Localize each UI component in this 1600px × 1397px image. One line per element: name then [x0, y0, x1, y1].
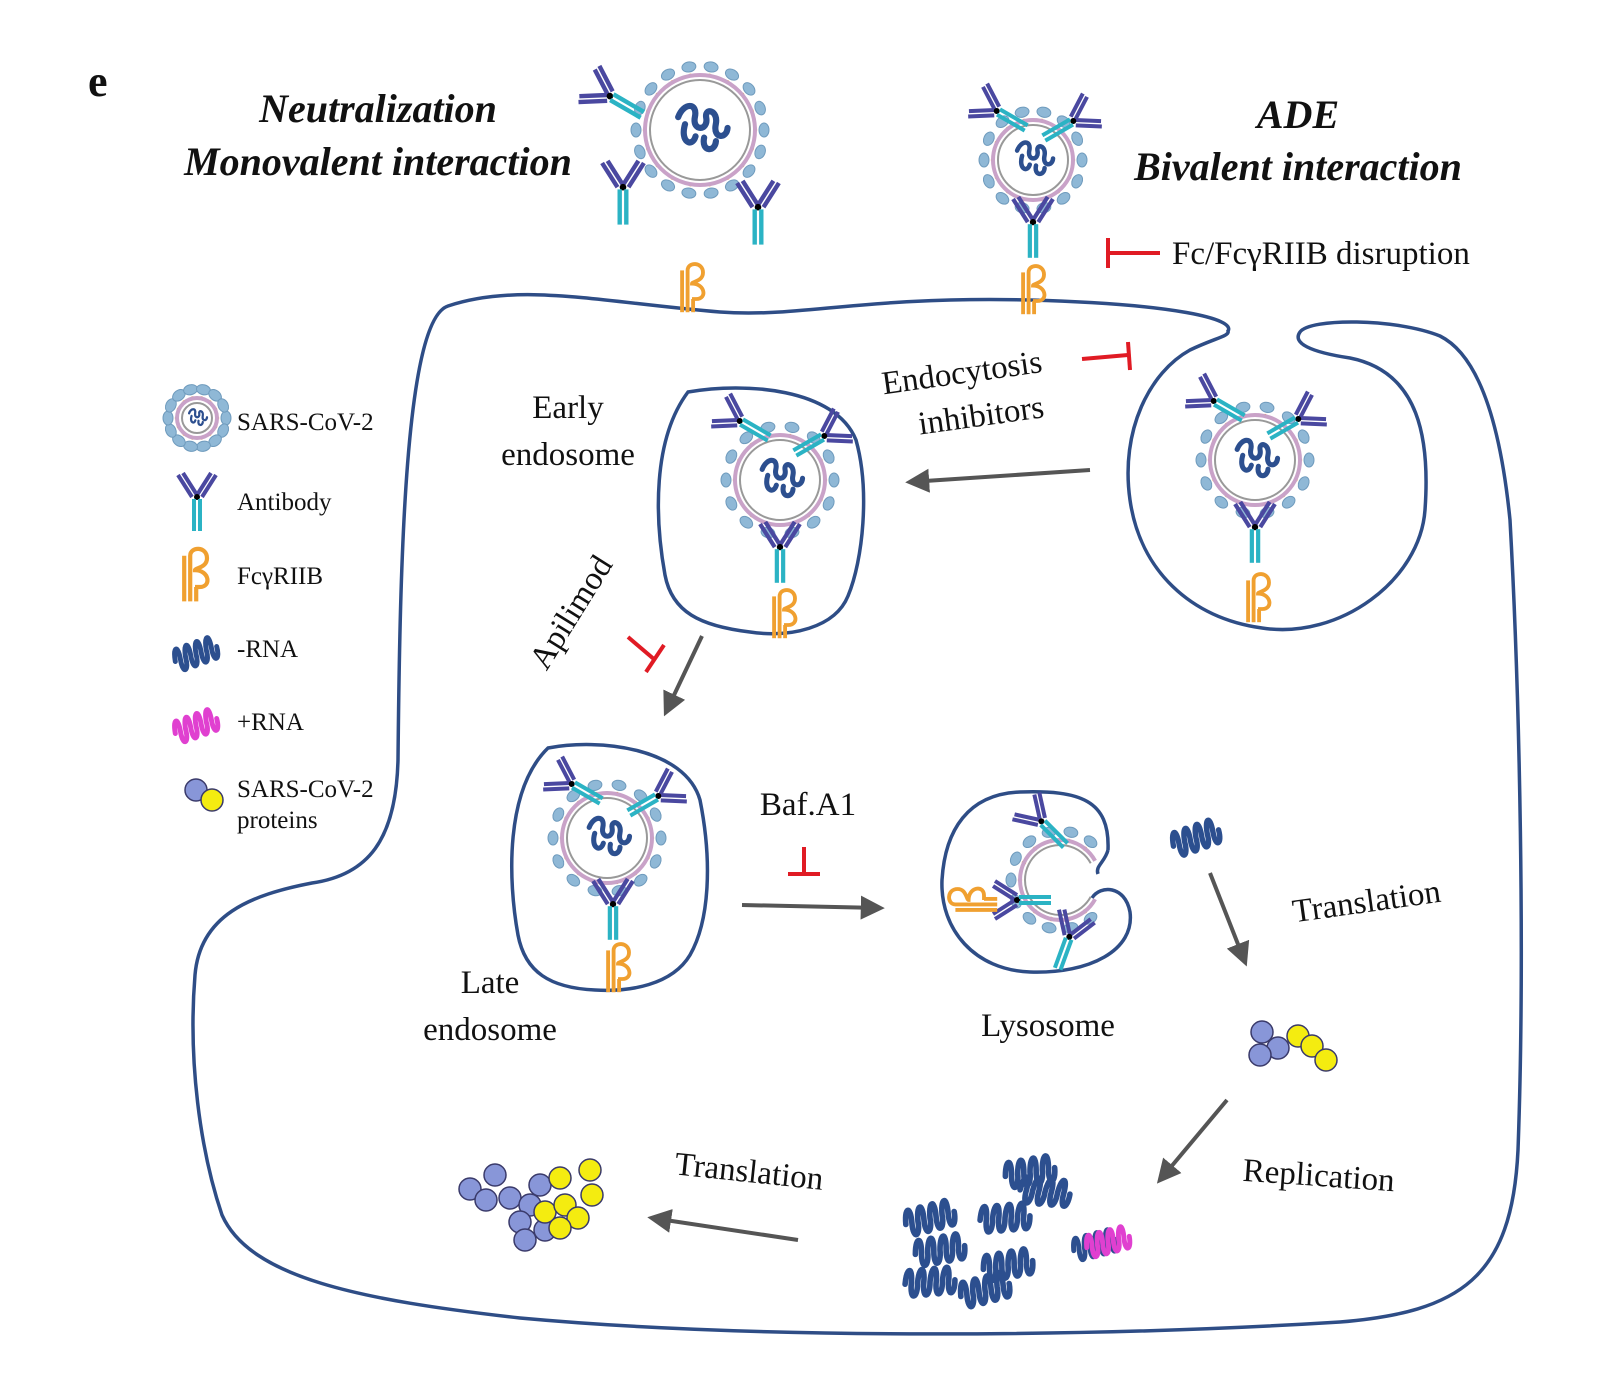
lysosome-antibody-1	[1011, 791, 1069, 849]
late-endosome-membrane	[510, 742, 710, 993]
protein-cluster-5	[528, 1173, 552, 1197]
legend-neg-rna-icon	[172, 635, 221, 672]
arrow-late-to-lysosome	[741, 895, 885, 920]
replicated-neg-rna-6	[902, 1264, 958, 1299]
lysosome-antibody-3	[1052, 909, 1096, 971]
neutralization-antibody-1	[578, 64, 646, 120]
released-neg-rna	[1169, 817, 1223, 858]
translated-protein-5	[1314, 1048, 1338, 1072]
early-receptor	[772, 588, 798, 639]
ade-title: ADE	[1254, 92, 1339, 137]
legend-label-virus: SARS-CoV-2	[237, 409, 374, 436]
legend-label-proteins-1: SARS-CoV-2	[237, 776, 374, 803]
endocytosis-inhibitors-line2: inhibitors	[916, 389, 1046, 442]
replicated-neg-rna-4	[912, 1231, 968, 1269]
lysosome-label: Lysosome	[981, 1008, 1115, 1044]
ade-receptor	[1021, 264, 1047, 315]
late-endosome-virion	[547, 779, 667, 897]
protein-cluster-15	[513, 1228, 537, 1252]
replicated-neg-rna-2	[902, 1197, 958, 1238]
early-antibody-1	[711, 392, 772, 443]
lysosome-antibody-2	[991, 879, 1051, 921]
cell-membrane	[191, 292, 1524, 1336]
replicated-neg-rna-0	[1002, 1153, 1058, 1191]
inhibitor-bafa1-symbol	[788, 847, 820, 876]
translated-protein-0	[1250, 1020, 1274, 1044]
early-endosome-virion	[720, 421, 840, 539]
fc-disruption-label: Fc/FcγRIIB disruption	[1172, 236, 1470, 272]
bivalent-title: Bivalent interaction	[1133, 144, 1462, 189]
inhibitor-fc-disruption-symbol	[1106, 238, 1160, 268]
translation-bottom-label: Translation	[673, 1146, 825, 1197]
legend-pos-rna-icon	[172, 707, 221, 744]
late-antibody-3	[591, 877, 635, 940]
arrow-early-to-late	[663, 635, 704, 717]
late-antibody-1	[543, 755, 604, 806]
lysosome-receptor	[947, 886, 998, 912]
legend-protein-yellow-icon	[200, 788, 224, 812]
lysosome-inner-lip	[1095, 849, 1110, 875]
ade-antibody-3	[1011, 195, 1055, 258]
late-receptor	[606, 942, 632, 993]
neutralization-antibody-3	[735, 179, 781, 245]
pocket-antibody-1	[1185, 372, 1246, 423]
early-antibody-2	[792, 407, 853, 458]
translation-right-label: Translation	[1290, 874, 1443, 930]
apilimod-label: Apilimod	[523, 549, 621, 676]
early-endosome-label-2: endosome	[501, 437, 635, 473]
legend-label-antibody: Antibody	[237, 489, 332, 516]
late-antibody-2	[626, 767, 687, 818]
protein-cluster-10	[548, 1166, 572, 1190]
late-endosome-label-1: Late	[461, 965, 520, 1001]
legend-label-proteins-2: proteins	[237, 807, 318, 834]
protein-cluster-3	[498, 1186, 522, 1210]
legend-label-pos-rna: +RNA	[237, 709, 304, 736]
translated-protein-4	[1300, 1034, 1324, 1058]
protein-cluster-11	[578, 1158, 602, 1182]
replicated-neg-rna-3	[977, 1200, 1033, 1235]
legend-antibody-icon	[176, 471, 218, 531]
protein-cluster-0	[458, 1177, 482, 1201]
neutralization-virion	[630, 61, 770, 199]
arrow-endocytic-to-early	[905, 468, 1091, 493]
legend-label-receptor: FcγRIIB	[237, 563, 323, 590]
late-endosome-label-2: endosome	[423, 1012, 557, 1048]
replicated-pos-rna-pair	[1084, 1224, 1133, 1260]
lysosome-membrane	[940, 790, 1133, 974]
arrow-proteins-to-replication	[1156, 1098, 1229, 1184]
translated-protein-2	[1248, 1043, 1272, 1067]
pocket-antibody-2	[1266, 390, 1327, 441]
neutralization-antibody-2	[600, 159, 646, 225]
protein-cluster-12	[580, 1183, 604, 1207]
legend-virus-icon	[162, 384, 232, 452]
inhibitor-apilimod-symbol	[626, 635, 666, 674]
pocket-antibody-3	[1233, 500, 1277, 563]
protein-cluster-13	[566, 1206, 590, 1230]
ade-antibody-1	[968, 82, 1029, 133]
lysosome-virion	[1005, 826, 1098, 934]
monovalent-title: Monovalent interaction	[183, 139, 572, 184]
neutralization-receptor	[680, 262, 706, 313]
legend-receptor-icon	[182, 546, 210, 602]
ade-antibody-2	[1041, 92, 1102, 143]
early-endosome-label-1: Early	[532, 390, 604, 426]
panel-letter: e	[88, 57, 108, 106]
arrow-replication-to-translation	[647, 1208, 799, 1242]
graphics-layer	[162, 61, 1338, 1310]
pocket-receptor	[1246, 572, 1272, 623]
arrow-rna-to-proteins	[1208, 872, 1250, 967]
early-antibody-3	[758, 520, 802, 583]
neutralization-title: Neutralization	[258, 86, 497, 131]
protein-cluster-2	[474, 1188, 498, 1212]
replication-label: Replication	[1242, 1153, 1396, 1200]
protein-cluster-1	[483, 1163, 507, 1187]
legend-label-neg-rna: -RNA	[237, 636, 298, 663]
bafa1-label: Baf.A1	[760, 787, 856, 823]
replicated-neg-rna-1	[1017, 1174, 1073, 1209]
replicated-neg-rna-7	[957, 1269, 1013, 1310]
inhibitor-endocytosis-symbol	[1081, 341, 1132, 371]
ade-virion	[978, 106, 1088, 214]
protein-cluster-14	[548, 1216, 572, 1240]
